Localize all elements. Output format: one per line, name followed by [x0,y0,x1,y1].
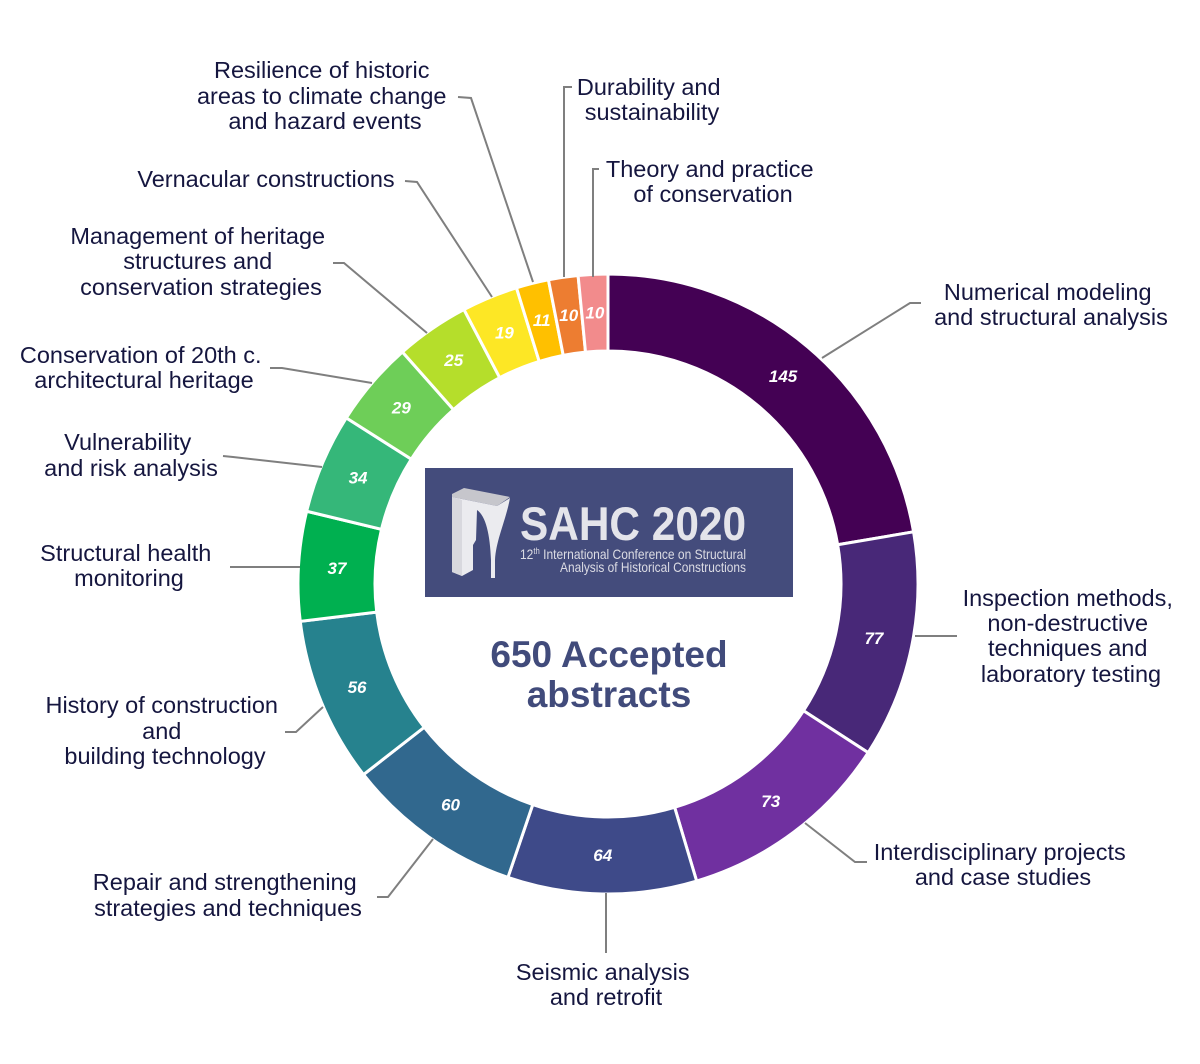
value-label: 145 [769,367,798,386]
label-management: Management of heritage structures and co… [70,223,331,300]
value-label: 56 [348,678,367,697]
center-summary: 650 Accepted abstracts [490,634,727,715]
donut-ring [296,272,920,896]
logo-subtitle-line2: Analysis of Historical Constructions [560,559,746,575]
value-label: 64 [593,846,612,865]
leader-line-repair [377,838,434,898]
accepted-count-title: 650 Accepted [490,634,727,675]
value-label: 25 [443,351,463,370]
label-seismic: Seismic analysis and retrofit [516,959,696,1010]
value-label: 34 [349,468,368,487]
value-label: 19 [495,324,514,343]
value-label: 10 [559,306,578,325]
leader-line-theory [592,168,599,277]
value-label: 10 [585,303,604,322]
leader-lines [222,86,957,953]
label-theory: Theory and practice of conservation [606,156,820,207]
logo-title: SAHC 2020 [520,497,746,550]
value-label: 37 [327,559,347,578]
label-20th-century: Conservation of 20th c. architectural he… [20,342,268,393]
accepted-count-subtitle: abstracts [527,674,692,715]
label-repair: Repair and strengthening strategies and … [93,869,363,921]
value-label: 77 [864,629,884,648]
logo-background [425,468,793,597]
value-labels: 145 77 73 64 60 56 37 34 29 25 19 11 10 … [327,303,884,865]
label-durability: Durability and sustainability [577,74,727,125]
leader-line-vulnerability [222,455,323,468]
value-label: 29 [391,398,411,417]
value-label: 11 [533,311,551,330]
label-resilience: Resilience of historic areas to climate … [197,57,453,134]
leader-line-management [333,262,428,334]
label-interdisciplinary: Interdisciplinary projects and case stud… [874,839,1133,890]
value-label: 60 [441,796,460,815]
leader-line-history [285,706,324,733]
value-label: 73 [761,792,780,811]
leader-line-durability [563,86,572,277]
sahc-logo-banner: SAHC 2020 12th International Conference … [425,468,793,597]
leader-line-numerical-modeling [821,302,921,359]
label-vulnerability: Vulnerability and risk analysis [44,429,218,481]
label-structural-health: Structural health monitoring [40,540,218,591]
category-labels: Numerical modeling and structural analys… [20,57,1180,1010]
leader-line-20th-century [270,367,373,384]
label-history: History of construction and building tec… [45,692,284,769]
segment-theory-practice [576,272,610,354]
label-numerical-modeling: Numerical modeling and structural analys… [934,279,1168,330]
leader-line-resilience [457,96,534,283]
leader-line-vernacular [404,180,493,298]
logo-subtitle-line1: 12th International Conference on Structu… [520,546,746,562]
leader-line-interdisciplinary [804,822,867,863]
label-vernacular: Vernacular constructions [137,166,394,192]
label-inspection-methods: Inspection methods, non-destructive tech… [963,585,1180,687]
segment-inspection-methods [801,530,920,755]
arch-column-icon [452,488,510,578]
